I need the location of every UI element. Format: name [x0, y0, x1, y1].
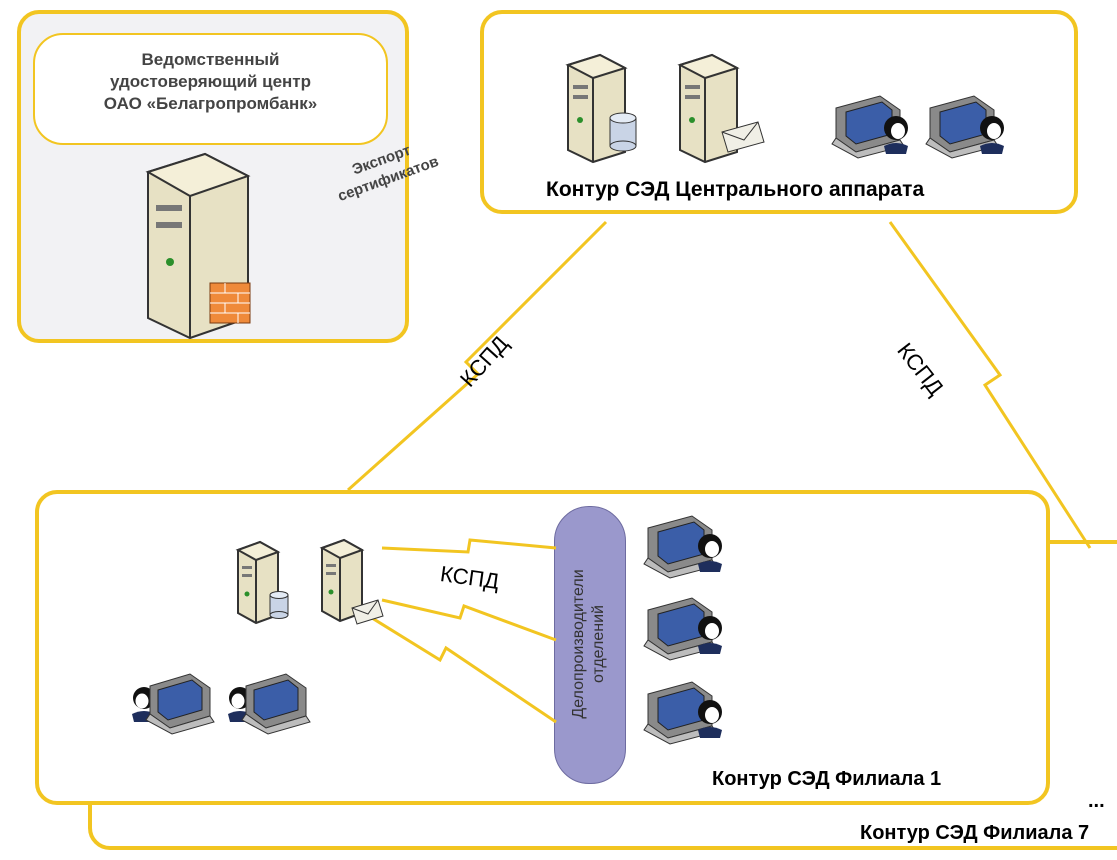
user-icon	[980, 116, 1004, 154]
branch1-contour	[35, 490, 1050, 805]
user-icon	[698, 700, 722, 738]
mail-server-icon	[319, 538, 384, 625]
kspd-link-left	[347, 220, 608, 492]
mail-icon	[721, 121, 765, 153]
firewall-icon	[209, 282, 251, 324]
clerks-pill	[554, 506, 626, 784]
user-icon	[698, 534, 722, 572]
user-icon	[698, 616, 722, 654]
database-icon	[269, 591, 289, 619]
kspd-link-right	[888, 221, 1092, 549]
mail-icon	[351, 599, 384, 625]
workstation-icon	[925, 95, 999, 159]
branch1-title: Контур СЭД Филиала 1	[712, 768, 942, 790]
branch7-ellipsis: ...	[1088, 790, 1105, 812]
ca-title-pill: Ведомственный удостоверяющий центр ОАО «…	[33, 33, 388, 145]
mail-server-icon	[677, 53, 765, 164]
user-icon	[884, 116, 908, 154]
workstation-icon	[643, 597, 717, 661]
ca-title: Ведомственный удостоверяющий центр ОАО «…	[103, 50, 318, 113]
kspd-branch-link-1	[381, 538, 557, 554]
kspd-branch-link-3	[371, 616, 557, 724]
branch7-title: Контур СЭД Филиала 7	[860, 822, 1090, 844]
workstation-icon	[831, 95, 905, 159]
kspd-branch-link-2	[381, 598, 557, 642]
workstation-icon	[241, 673, 311, 735]
workstation-icon	[643, 515, 717, 579]
database-icon	[609, 112, 637, 152]
central-title: Контур СЭД Центрального аппарата	[546, 178, 925, 201]
database-server-icon	[235, 540, 289, 625]
workstation-icon	[145, 673, 215, 735]
database-server-icon	[565, 53, 637, 164]
